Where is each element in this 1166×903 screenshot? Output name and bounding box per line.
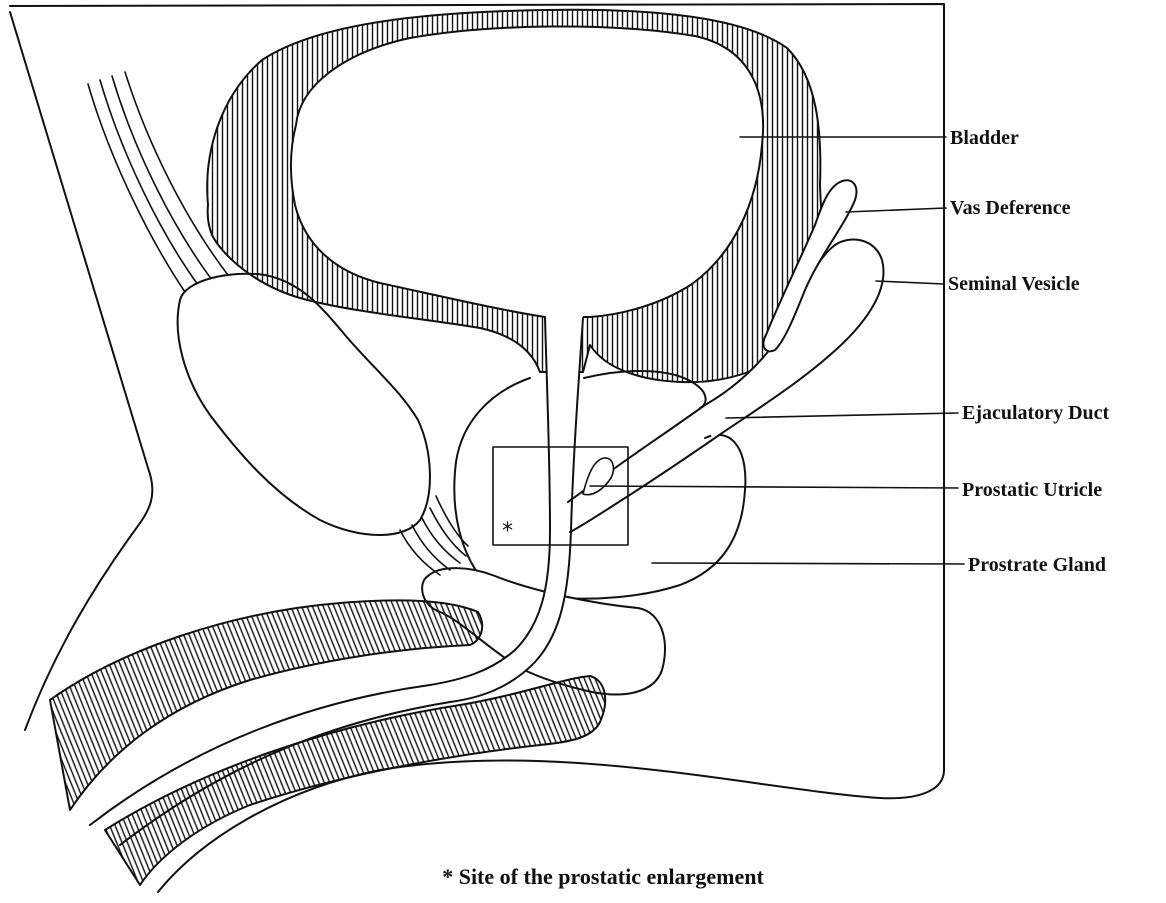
diaphragm-stripe bbox=[436, 496, 468, 546]
leader-line-prostrate-gland bbox=[652, 563, 964, 564]
ejaculatory-ducts bbox=[568, 405, 712, 532]
leader-line-seminal-vesicle bbox=[876, 281, 944, 284]
body-outline-left bbox=[10, 12, 152, 730]
enlargement-site-marker: * bbox=[502, 519, 513, 544]
label-bladder: Bladder bbox=[950, 127, 1019, 149]
label-prostrate-gland: Prostrate Gland bbox=[968, 554, 1106, 576]
leader-line-ejaculatory-duct bbox=[726, 413, 958, 418]
fascia-line bbox=[88, 84, 185, 292]
prostatic-utricle bbox=[583, 458, 613, 495]
label-ejaculatory-duct: Ejaculatory Duct bbox=[962, 402, 1110, 424]
leader-line-prostatic-utricle bbox=[590, 486, 958, 488]
figure-caption: * Site of the prostatic enlargement bbox=[442, 864, 764, 889]
leader-line-vas-deference bbox=[846, 208, 946, 212]
diaphragm-stripe bbox=[422, 518, 460, 563]
fascia-line bbox=[100, 80, 198, 285]
prostate-lower-lobe bbox=[560, 435, 745, 599]
label-prostatic-utricle: Prostatic Utricle bbox=[962, 479, 1102, 501]
label-seminal-vesicle: Seminal Vesicle bbox=[948, 273, 1080, 295]
diaphragm-stripe bbox=[430, 508, 466, 556]
label-vas-deference: Vas Deference bbox=[950, 197, 1071, 219]
fascia-line bbox=[112, 76, 212, 280]
